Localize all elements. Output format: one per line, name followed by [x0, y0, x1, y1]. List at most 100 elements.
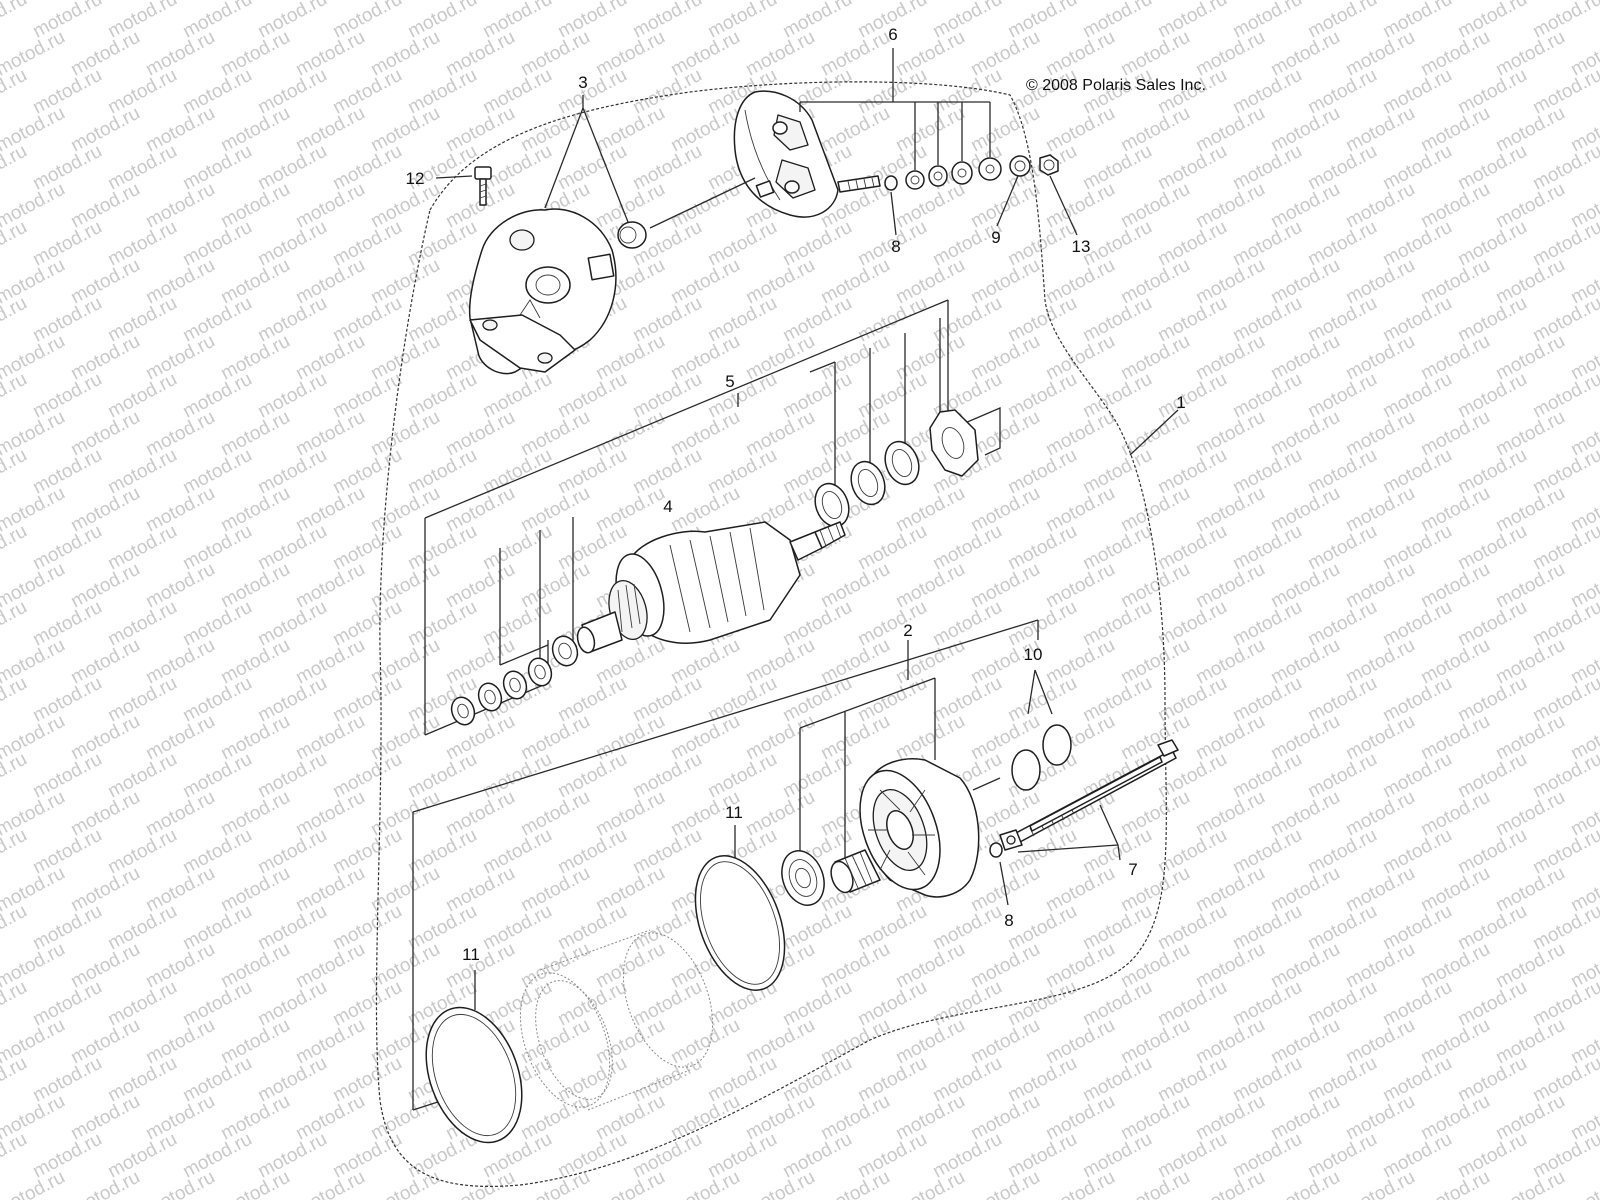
callout-7: 7: [1128, 860, 1137, 879]
watermark-text: motod.ru: [367, 863, 443, 917]
watermark-text: motod.ru: [479, 369, 555, 423]
watermark-text: motod.ru: [1417, 711, 1493, 765]
watermark-text: motod.ru: [329, 977, 405, 1031]
watermark-text: motod.ru: [892, 939, 968, 993]
callout-12: 12: [406, 169, 425, 188]
watermark-text: motod.ru: [0, 445, 31, 499]
watermark-text: motod.ru: [929, 597, 1005, 651]
watermark-text: motod.ru: [367, 635, 443, 689]
watermark-text: motod.ru: [929, 293, 1005, 347]
watermark-text: motod.ru: [1417, 1167, 1493, 1200]
leader-10: [1027, 669, 1053, 715]
watermark-text: motod.ru: [67, 407, 143, 461]
watermark-text: motod.ru: [1004, 673, 1080, 727]
leader-2: [799, 640, 936, 858]
watermark-text: motod.ru: [0, 977, 31, 1031]
callout-4: 4: [663, 497, 672, 516]
watermark-text: motod.ru: [817, 1091, 893, 1145]
watermark-text: motod.ru: [592, 27, 668, 81]
watermark-text: motod.ru: [217, 939, 293, 993]
watermark-text: motod.ru: [1004, 597, 1080, 651]
watermark-text: motod.ru: [1004, 1053, 1080, 1107]
watermark-text: motod.ru: [1267, 863, 1343, 917]
o-ring-10b: [1042, 724, 1072, 766]
watermark-text: motod.ru: [67, 635, 143, 689]
watermark-text: motod.ru: [1154, 521, 1230, 575]
watermark-text: motod.ru: [1492, 787, 1568, 841]
watermark-text: motod.ru: [254, 825, 330, 879]
watermark-text: motod.ru: [929, 1053, 1005, 1107]
watermark-text: motod.ru: [667, 103, 743, 157]
watermark-text: motod.ru: [1079, 217, 1155, 271]
watermark-text: motod.ru: [217, 1167, 293, 1200]
watermark-text: motod.ru: [0, 1053, 31, 1107]
watermark-text: motod.ru: [1117, 483, 1193, 537]
watermark-text: motod.ru: [29, 825, 105, 879]
watermark-text: motod.ru: [67, 711, 143, 765]
watermark-text: motod.ru: [1004, 369, 1080, 423]
watermark-text: motod.ru: [0, 1129, 31, 1183]
watermark-text: motod.ru: [1379, 141, 1455, 195]
watermark-text: motod.ru: [1342, 27, 1418, 81]
watermark-text: motod.ru: [1567, 1167, 1600, 1200]
bracket-5-left-step: [499, 644, 549, 666]
watermark-text: motod.ru: [142, 407, 218, 461]
watermark-text: motod.ru: [1192, 103, 1268, 157]
watermark-text: motod.ru: [779, 977, 855, 1031]
watermark-text: motod.ru: [1342, 255, 1418, 309]
callout-9: 9: [991, 228, 1000, 247]
watermark-text: motod.ru: [1304, 65, 1380, 119]
watermark-text: motod.ru: [217, 27, 293, 81]
watermark-text: motod.ru: [1154, 977, 1230, 1031]
watermark-text: motod.ru: [1042, 483, 1118, 537]
o-ring-8-upper: [884, 175, 898, 191]
watermark-text: motod.ru: [1229, 217, 1305, 271]
watermark-text: motod.ru: [404, 597, 480, 651]
watermark-text: motod.ru: [817, 939, 893, 993]
thrust-washer-tabbed: [929, 409, 979, 477]
watermark-text: motod.ru: [292, 179, 368, 233]
watermark-text: motod.ru: [554, 1129, 630, 1183]
callout-8-upper: 8: [891, 237, 900, 256]
watermark-text: motod.ru: [29, 293, 105, 347]
watermark-text: motod.ru: [1342, 635, 1418, 689]
watermark-text: motod.ru: [1492, 939, 1568, 993]
o-ring-10a: [1011, 749, 1041, 791]
watermark-text: motod.ru: [254, 521, 330, 575]
watermark-text: motod.ru: [1079, 445, 1155, 499]
watermark-text: motod.ru: [142, 179, 218, 233]
watermark-text: motod.ru: [817, 1167, 893, 1200]
watermark-text: motod.ru: [1042, 103, 1118, 157]
watermark-text: motod.ru: [142, 27, 218, 81]
watermark-text: motod.ru: [442, 103, 518, 157]
watermark-text: motod.ru: [1154, 901, 1230, 955]
watermark-text: motod.ru: [1192, 711, 1268, 765]
watermark-text: motod.ru: [1229, 369, 1305, 423]
watermark-text: motod.ru: [517, 939, 593, 993]
watermark-text: motod.ru: [1267, 939, 1343, 993]
watermark-text: motod.ru: [517, 787, 593, 841]
watermark-text: motod.ru: [329, 521, 405, 575]
watermark-text: motod.ru: [817, 711, 893, 765]
watermark-text: motod.ru: [1492, 27, 1568, 81]
watermark-text: motod.ru: [1042, 863, 1118, 917]
brush-plate-assembly: [733, 90, 881, 218]
watermark-text: motod.ru: [892, 711, 968, 765]
watermark-text: motod.ru: [1379, 293, 1455, 347]
watermark-text: motod.ru: [292, 939, 368, 993]
watermark-text: motod.ru: [1229, 521, 1305, 575]
watermark-text: motod.ru: [329, 1129, 405, 1183]
watermark-text: motod.ru: [1492, 863, 1568, 917]
watermark-text: motod.ru: [254, 217, 330, 271]
watermark-text: motod.ru: [817, 103, 893, 157]
watermark-text: motod.ru: [1042, 407, 1118, 461]
watermark-text: motod.ru: [1342, 939, 1418, 993]
watermark-text: motod.ru: [292, 331, 368, 385]
watermark-text: motod.ru: [292, 103, 368, 157]
watermark-text: motod.ru: [929, 673, 1005, 727]
watermark-text: motod.ru: [179, 597, 255, 651]
watermark-text: motod.ru: [629, 65, 705, 119]
watermark-text: motod.ru: [142, 331, 218, 385]
watermark-text: motod.ru: [1492, 635, 1568, 689]
watermark-text: motod.ru: [142, 103, 218, 157]
